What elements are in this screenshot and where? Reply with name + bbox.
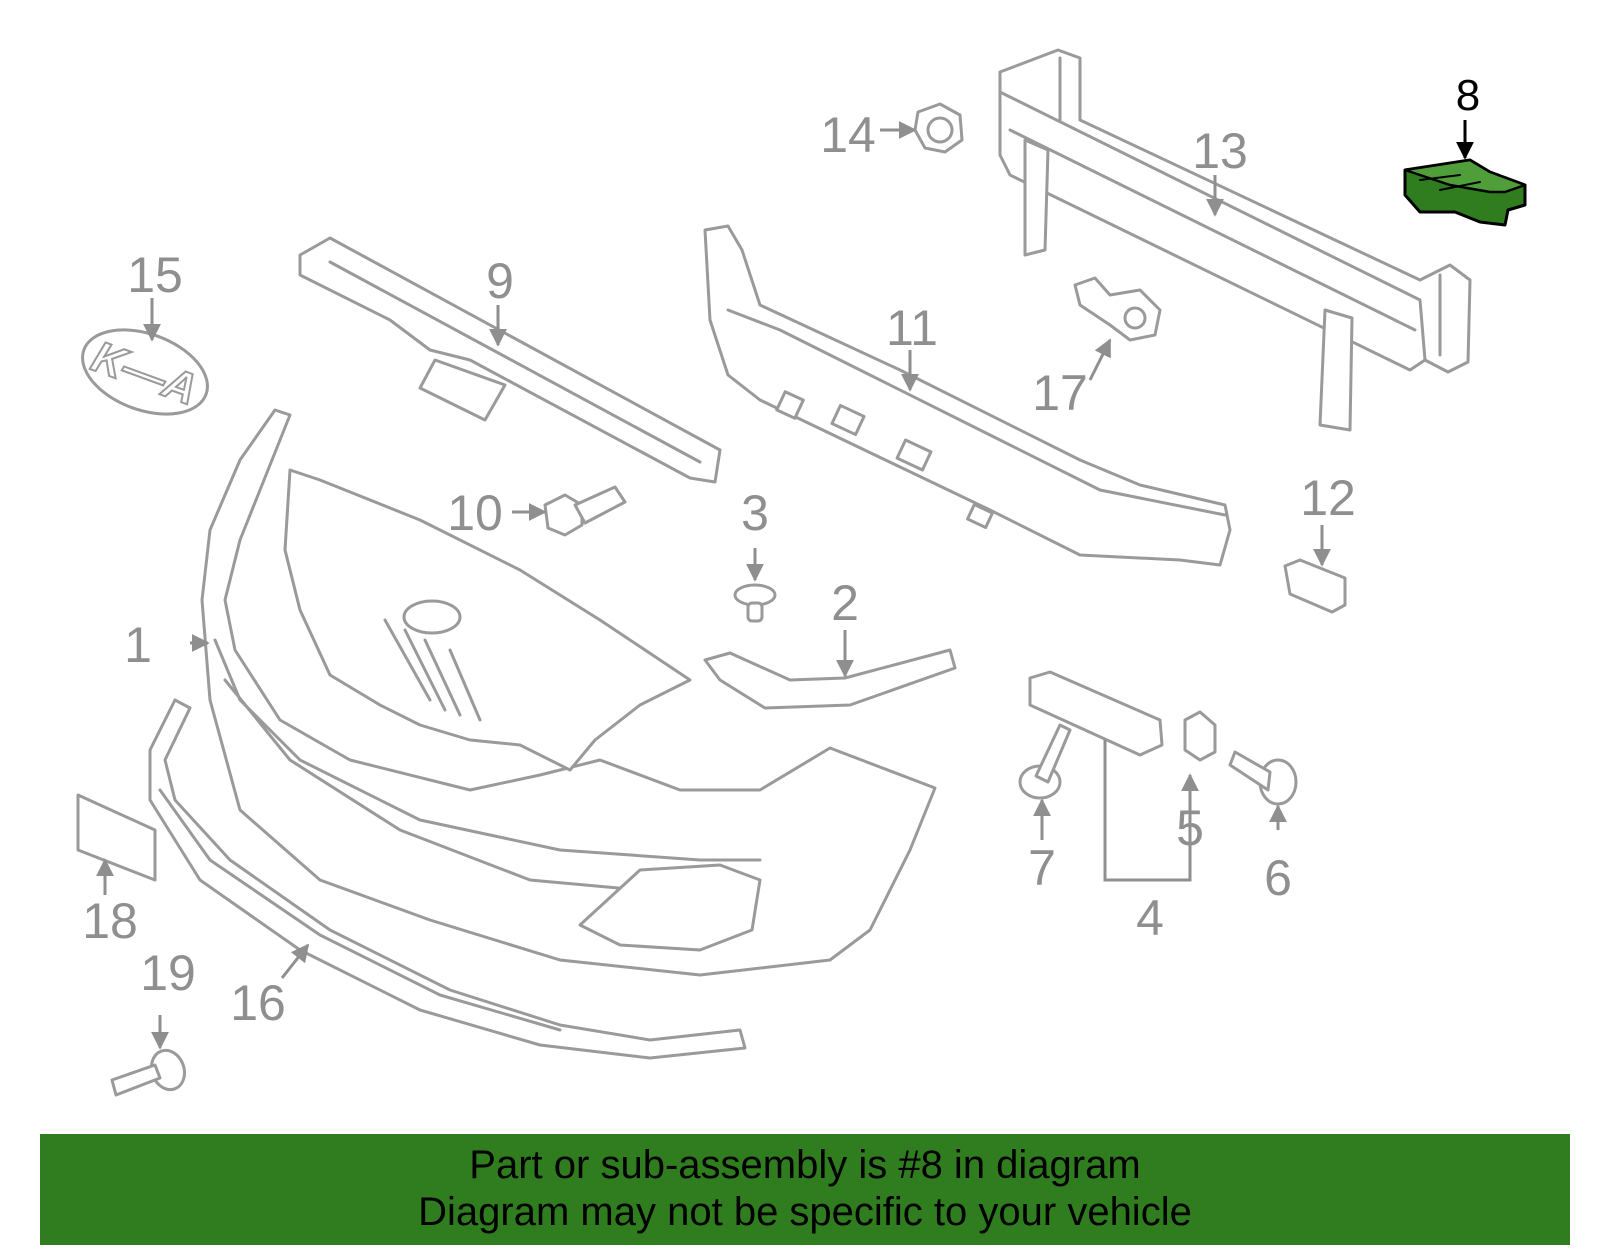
callout-19: 19 (140, 945, 196, 1001)
callout-13: 13 (1192, 123, 1248, 179)
part-8-bracket-highlighted (1403, 158, 1527, 227)
part-15-emblem: K—A (81, 328, 209, 416)
banner-line-disclaimer: Diagram may not be specific to your vehi… (418, 1190, 1192, 1234)
callout-7: 7 (1028, 840, 1056, 896)
callout-1: 1 (124, 617, 152, 673)
banner-line-part: Part or sub-assembly is #8 in diagram (469, 1143, 1141, 1187)
part-17-sensor (1073, 276, 1162, 342)
part-6-screw (1228, 750, 1298, 806)
callout-2: 2 (831, 575, 859, 631)
callout-6: 6 (1264, 850, 1292, 906)
part-4-retainer (1028, 670, 1164, 757)
callout-5: 5 (1176, 800, 1204, 856)
callout-3: 3 (741, 485, 769, 541)
callout-17: 17 (1032, 365, 1088, 421)
callout-10: 10 (447, 485, 503, 541)
part-2-bracket (703, 648, 957, 710)
part-9-absorber-strip (298, 236, 722, 484)
callout-11: 11 (886, 300, 938, 356)
leader-lines (96, 120, 1474, 1050)
parts-diagram: K—A (76, 48, 1527, 1097)
part-1-bumper-cover (200, 408, 937, 977)
callout-14: 14 (820, 107, 876, 163)
callout-8-highlighted: 8 (1456, 71, 1480, 120)
part-14-nut (913, 102, 964, 154)
callout-12: 12 (1300, 470, 1356, 526)
callout-16: 16 (230, 975, 286, 1031)
callout-4: 4 (1136, 890, 1164, 946)
part-18-plate (76, 793, 157, 882)
part-19-screw (110, 1048, 187, 1097)
part-7-screw (1018, 723, 1072, 800)
callout-labels: 1 2 3 4 5 6 7 8 9 10 11 12 13 14 15 16 1… (82, 71, 1480, 1031)
part-5-clip (1183, 710, 1217, 762)
callout-18: 18 (82, 893, 138, 949)
part-11-energy-absorber (703, 224, 1232, 567)
info-banner: Part or sub-assembly is #8 in diagram Di… (40, 1134, 1570, 1245)
part-10-bolt (543, 485, 627, 537)
callout-15: 15 (127, 247, 183, 303)
part-12-pad (1283, 558, 1347, 614)
part-16-lower-lip (148, 698, 747, 1060)
part-3-clip (733, 583, 777, 623)
part-13-reinforcement-beam (998, 48, 1472, 432)
callout-9: 9 (486, 253, 514, 309)
